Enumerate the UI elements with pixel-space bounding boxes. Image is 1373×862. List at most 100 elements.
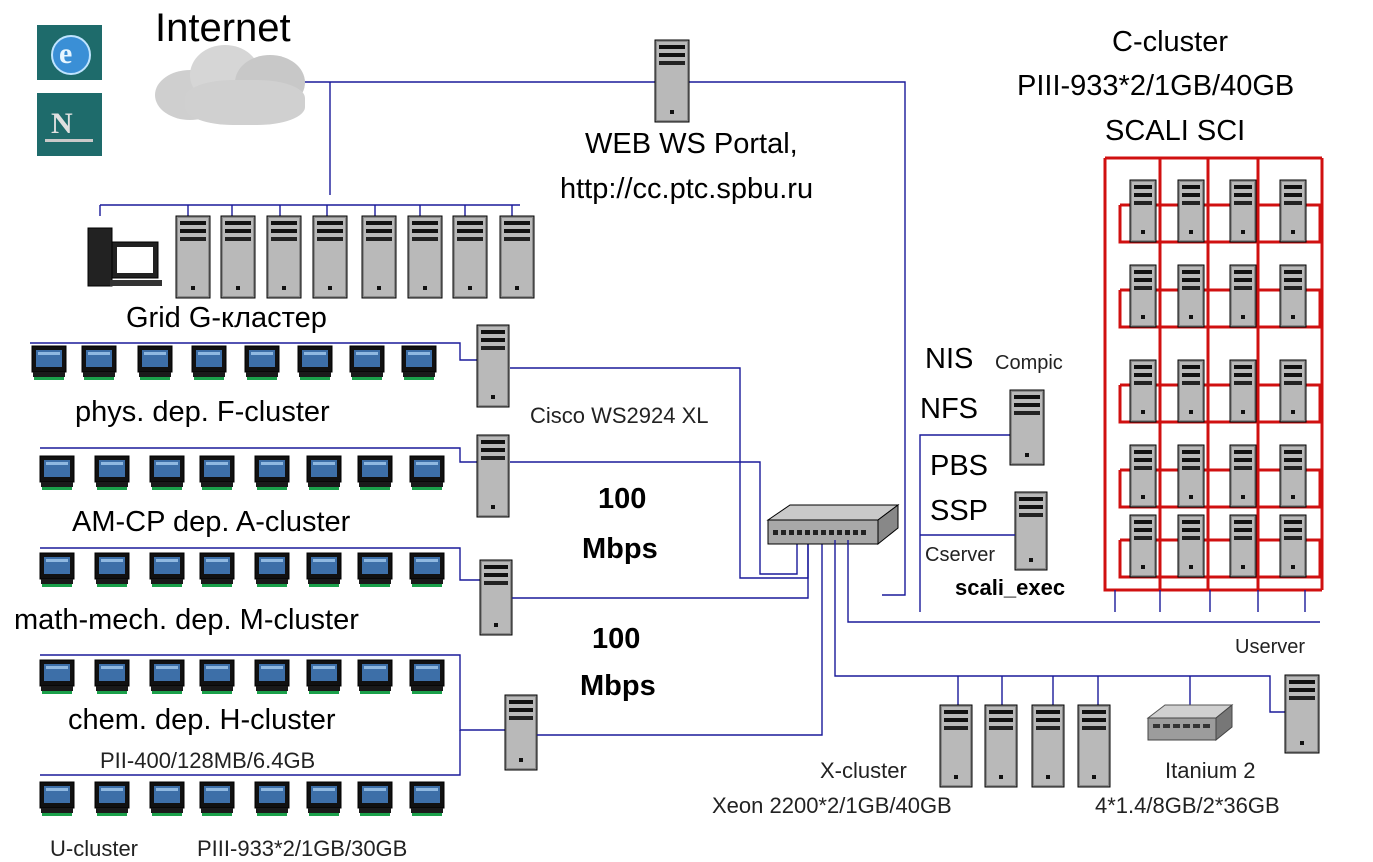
server-tower-icon (1229, 179, 1257, 243)
workstation-icon (149, 455, 185, 490)
cloud-icon (155, 40, 315, 125)
userver-label: Userver (1235, 636, 1306, 658)
server-tower-icon (1229, 264, 1257, 328)
itanium-label: Itanium 2 (1165, 758, 1256, 783)
u-cluster-spec: PIII-933*2/1GB/30GB (197, 836, 408, 861)
h-cluster-label: chem. dep. H-cluster (68, 704, 336, 736)
workstation-icon (39, 659, 75, 694)
server-tower-icon (1177, 514, 1205, 578)
c-cluster-spec: PIII-933*2/1GB/40GB (1017, 70, 1295, 102)
internet-label: Internet (155, 6, 291, 50)
workstation-icon (306, 781, 342, 816)
server-tower-icon (1279, 444, 1307, 508)
compic-label: Compic (995, 352, 1063, 374)
speed1-unit: Mbps (582, 533, 658, 565)
workstation-icon (409, 455, 445, 490)
workstation-icon (254, 659, 290, 694)
server-tower-icon (175, 215, 211, 299)
speed1-value: 100 (598, 483, 647, 515)
workstation-icon (306, 455, 342, 490)
network-cable (510, 461, 798, 575)
server-tower-icon (1279, 264, 1307, 328)
workstation-icon (39, 455, 75, 490)
network-cable (834, 540, 1290, 713)
workstation-icon (357, 455, 393, 490)
nfs-label: NFS (920, 393, 978, 425)
network-switch-icon (766, 504, 900, 546)
network-cable (510, 367, 809, 579)
x-cluster-spec: Xeon 2200*2/1GB/40GB (712, 793, 952, 818)
server-tower-icon (1229, 514, 1257, 578)
h-cluster-spec: PII-400/128MB/6.4GB (100, 748, 316, 773)
server-tower-icon (1284, 674, 1320, 754)
desktop-pc-icon (87, 227, 162, 287)
server-tower-icon (1177, 264, 1205, 328)
workstation-icon (357, 659, 393, 694)
rack-server-icon (1146, 703, 1234, 742)
server-tower-icon (479, 559, 513, 636)
network-cable (40, 654, 505, 731)
network-cable (300, 81, 906, 596)
workstation-icon (254, 455, 290, 490)
server-tower-icon (407, 215, 443, 299)
f-cluster-label: phys. dep. F-cluster (75, 396, 330, 428)
switch-model-label: Cisco WS2924 XL (530, 403, 709, 428)
workstation-icon (81, 345, 117, 380)
server-tower-icon (1279, 514, 1307, 578)
server-tower-icon (1014, 491, 1048, 571)
server-tower-icon (1177, 179, 1205, 243)
server-tower-icon (1009, 389, 1045, 466)
workstation-icon (199, 659, 235, 694)
server-tower-icon (499, 215, 535, 299)
server-tower-icon (1129, 179, 1157, 243)
server-tower-icon (476, 434, 510, 518)
workstation-icon (357, 781, 393, 816)
nis-label: NIS (925, 343, 974, 375)
workstation-icon (149, 781, 185, 816)
server-tower-icon (654, 39, 690, 123)
u-cluster-label: U-cluster (50, 836, 139, 861)
network-cable (40, 547, 480, 581)
network-cable (537, 540, 823, 736)
c-cluster-name: C-cluster (1112, 26, 1229, 58)
server-tower-icon (1129, 444, 1157, 508)
workstation-icon (306, 659, 342, 694)
server-tower-icon (1129, 264, 1157, 328)
server-tower-icon (1129, 359, 1157, 423)
workstation-icon (39, 781, 75, 816)
network-cable (847, 540, 1320, 623)
cserver-label: Cserver (925, 544, 996, 566)
workstation-icon (191, 345, 227, 380)
server-tower-icon (504, 694, 538, 771)
workstation-icon (254, 781, 290, 816)
workstation-icon (357, 552, 393, 587)
workstation-icon (39, 552, 75, 587)
server-tower-icon (220, 215, 256, 299)
workstation-icon (94, 659, 130, 694)
server-tower-icon (312, 215, 348, 299)
server-tower-icon (1177, 444, 1205, 508)
network-cable (919, 434, 1015, 612)
workstation-icon (149, 659, 185, 694)
workstation-icon (94, 455, 130, 490)
ssp-label: SSP (930, 495, 989, 527)
workstation-icon (137, 345, 173, 380)
workstation-icon (31, 345, 67, 380)
g-cluster-label: Grid G-кластер (126, 302, 327, 334)
speed2-value: 100 (592, 623, 641, 655)
itanium-spec: 4*1.4/8GB/2*36GB (1095, 793, 1280, 818)
network-cable (40, 447, 477, 463)
server-tower-icon (1077, 704, 1111, 788)
server-tower-icon (361, 215, 397, 299)
server-tower-icon (1229, 359, 1257, 423)
server-tower-icon (984, 704, 1018, 788)
internet-explorer-icon: e (37, 25, 102, 80)
workstation-icon (149, 552, 185, 587)
server-tower-icon (1031, 704, 1065, 788)
workstation-icon (254, 552, 290, 587)
netscape-icon: N (37, 93, 102, 156)
server-tower-icon (1177, 359, 1205, 423)
server-tower-icon (939, 704, 973, 788)
